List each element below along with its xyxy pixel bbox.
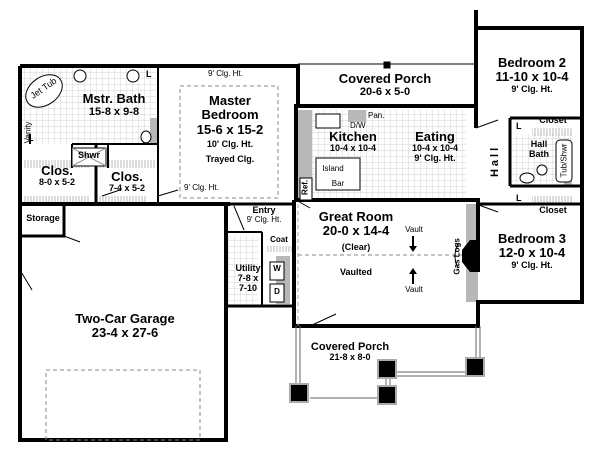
bedroom-3-label: Bedroom 3 12-0 x 10-4 9' Clg. Ht. (498, 231, 566, 270)
ref-label: Ref. (300, 179, 310, 195)
tub-shower-label: Tub/Shwr (559, 143, 569, 178)
linen-label-2: L (28, 133, 34, 143)
vault-bottom-label: Vault (405, 285, 423, 294)
closet-shelves (24, 128, 572, 252)
bath-fixtures (25, 69, 573, 303)
linen-label-1: L (146, 69, 152, 79)
vaulted-label: Vaulted (339, 267, 372, 277)
front-porch (289, 326, 485, 405)
entry-label: Entry 9' Clg. Ht. (246, 205, 282, 224)
dashed-lines (45, 85, 468, 441)
linen-label-3: L (516, 121, 522, 131)
vault-arrows (409, 236, 417, 284)
hall-bath-label: Hall Bath (529, 139, 549, 159)
front-porch-label: Covered Porch 21-8 x 8-0 (310, 341, 390, 363)
closet-label-3: Closet (539, 205, 567, 215)
clos-1-label: Clos. 8-0 x 5-2 (38, 163, 76, 188)
hall-label: Hall (488, 144, 501, 178)
shower-label: Shwr (77, 150, 100, 160)
clos-2-label: Clos. 7-4 x 5-2 (108, 169, 146, 194)
utility-label: Utility 7-8 x 7-10 (235, 263, 261, 293)
mstr-bath-label: Mstr. Bath 15-8 x 9-8 (82, 91, 146, 119)
doors (19, 119, 499, 327)
eating-label: Eating 10-4 x 10-4 9' Clg. Ht. (411, 129, 459, 164)
linen-label-4: L (516, 193, 522, 203)
kitchen-label: Kitchen 10-4 x 10-4 (329, 129, 377, 154)
pantry-label: Pan. (368, 111, 385, 120)
washer-label: W (273, 264, 281, 273)
bedroom-2-label: Bedroom 2 11-10 x 10-4 9' Clg. Ht. (495, 55, 569, 94)
master-bedroom-label: Master Bedroom 15-6 x 15-2 10' Clg. Ht. … (196, 93, 264, 164)
storage-label: Storage (26, 213, 60, 223)
mb-ceiling-bottom: 9' Clg. Ht. (184, 183, 219, 192)
great-room-label: Great Room 20-0 x 14-4 (Clear) (318, 209, 394, 252)
rear-porch-label: Covered Porch 20-6 x 5-0 (338, 71, 432, 99)
gas-logs-label: Gas Logs (452, 238, 462, 275)
garage-label: Two-Car Garage 23-4 x 27-6 (75, 311, 175, 341)
coat-label: Coat (270, 235, 288, 244)
dryer-label: D (274, 287, 280, 296)
rear-porch-outline (298, 61, 476, 69)
mb-ceiling-top: 9' Clg. Ht. (208, 69, 243, 78)
vault-top-label: Vault (405, 225, 423, 234)
dishwasher-label: D/W (350, 121, 366, 130)
bar-label: Bar (331, 179, 345, 188)
closet-label-2: Closet (539, 115, 567, 125)
fireplace (454, 240, 480, 272)
walls (18, 10, 584, 442)
island-label: Island (322, 164, 344, 173)
